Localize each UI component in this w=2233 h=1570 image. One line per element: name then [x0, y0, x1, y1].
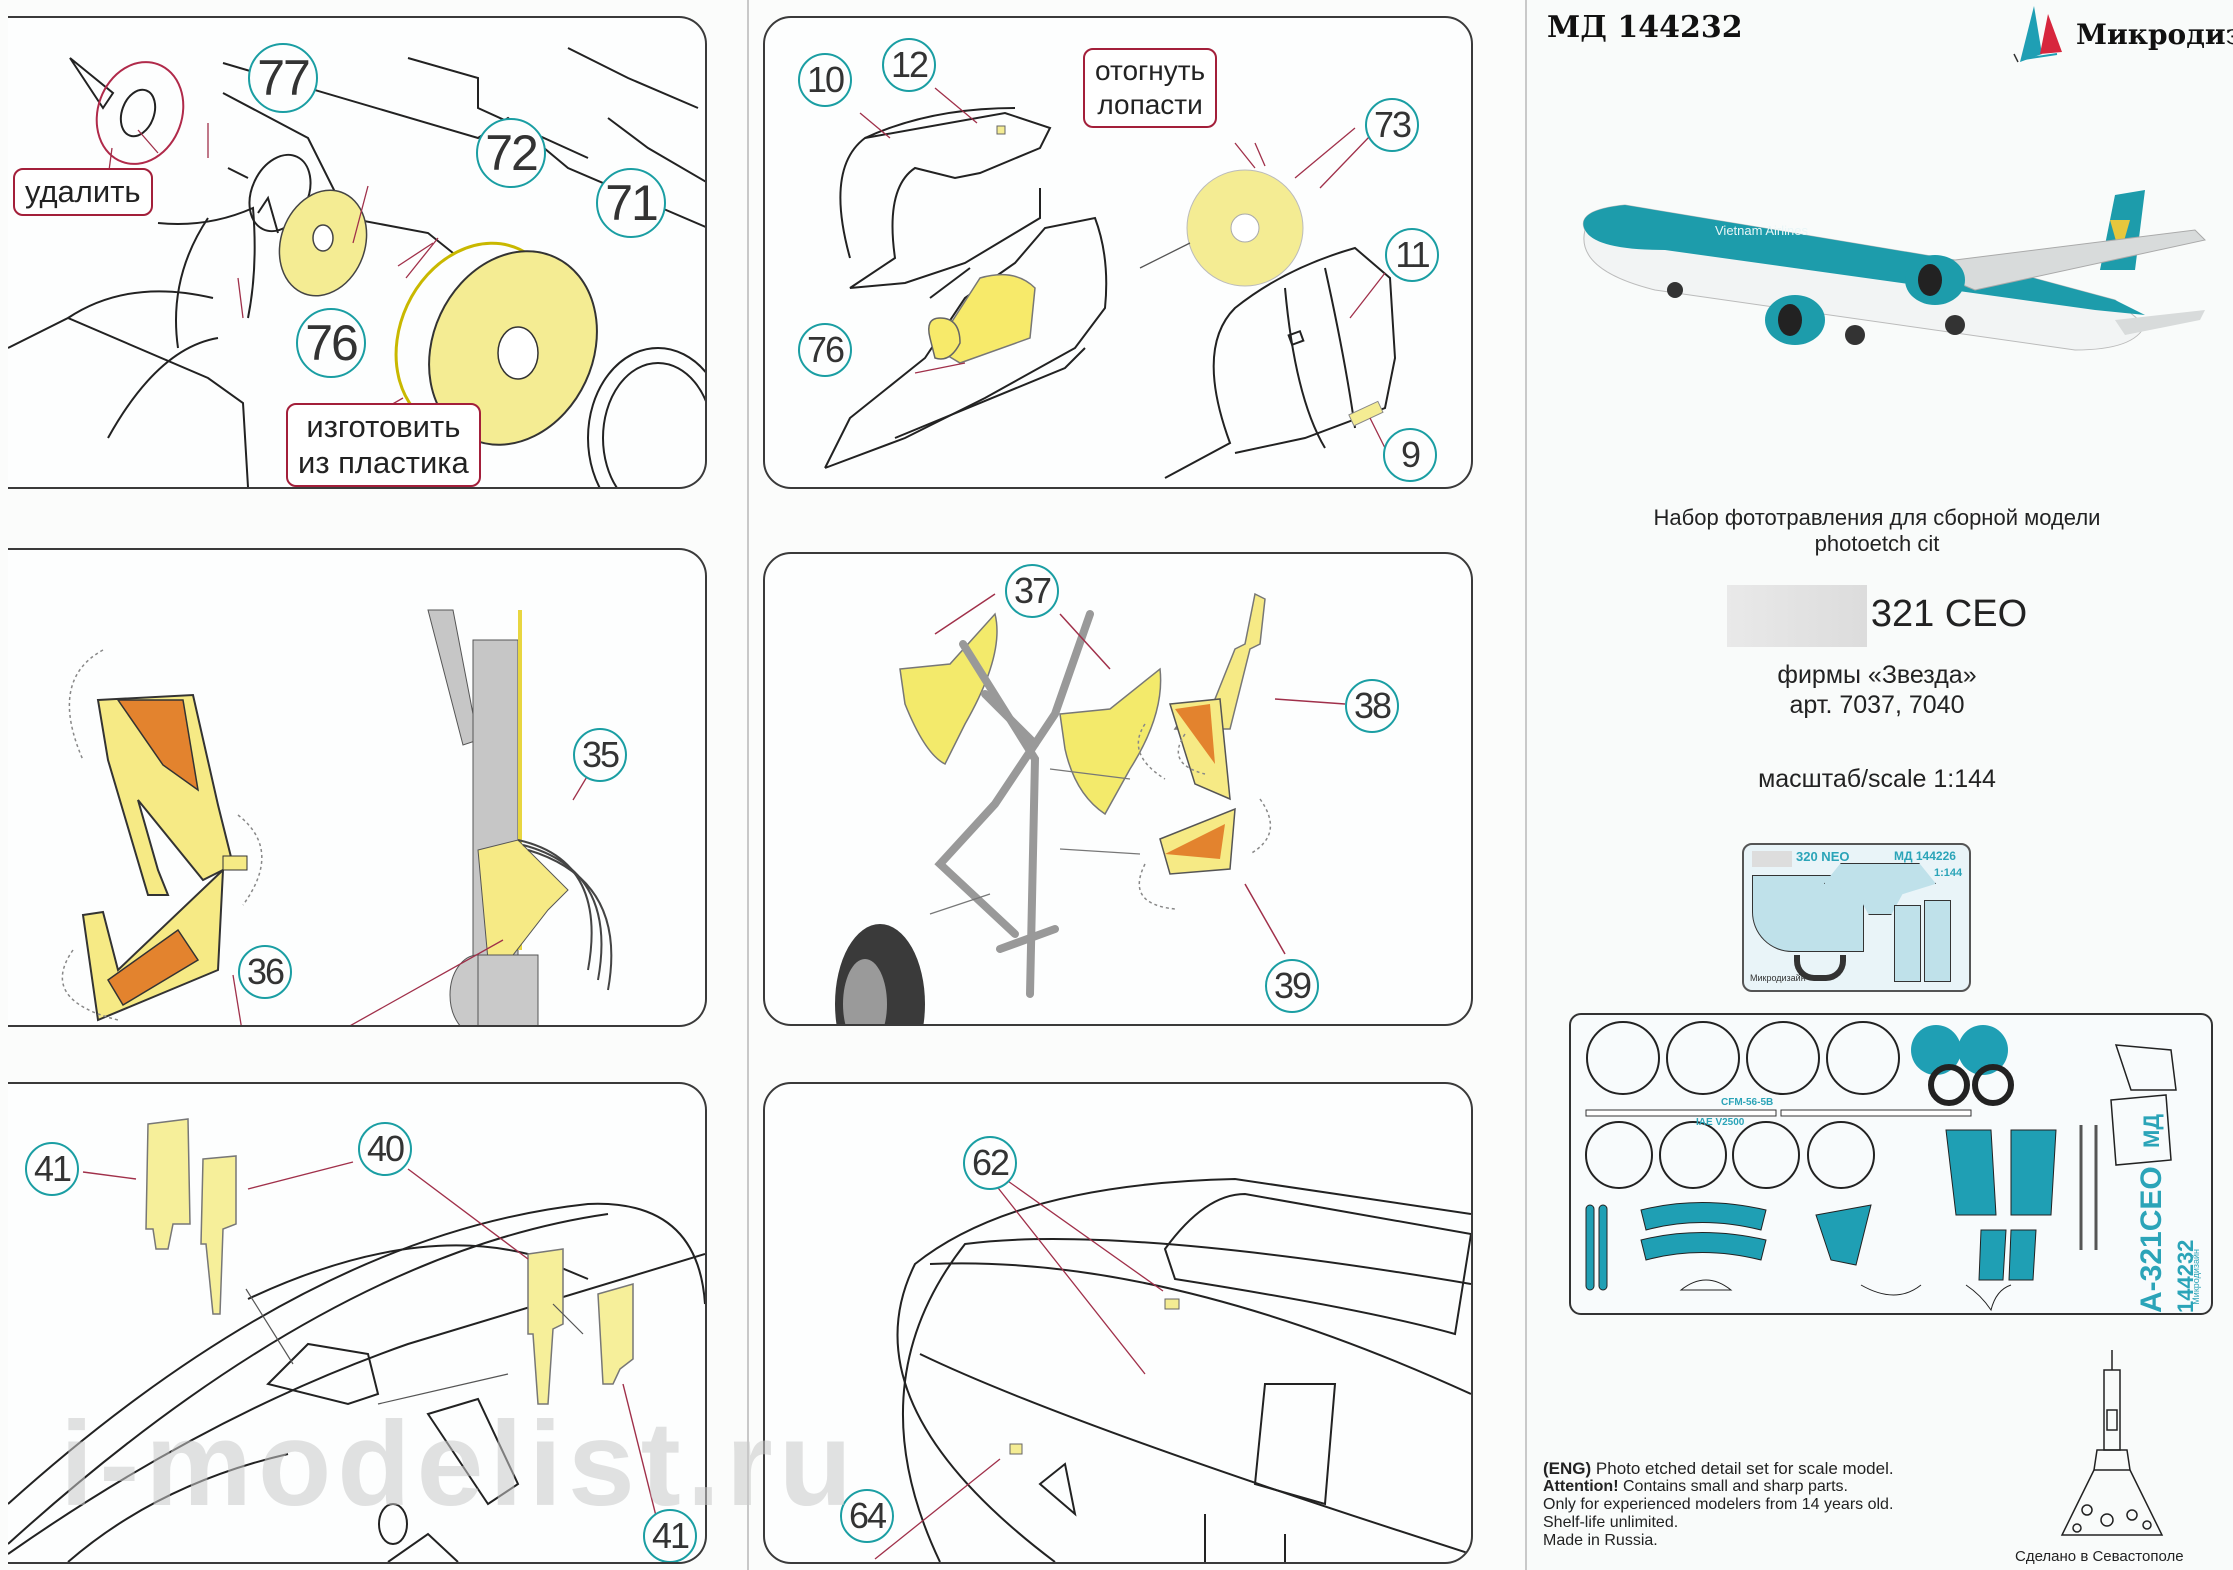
engine-label-iae: IAE V2500 — [1696, 1117, 1745, 1128]
nose-gear-drawing — [835, 592, 1346, 1024]
manufacturer: фирмы «Звезда» — [1777, 661, 1977, 689]
fan-disk-76 — [278, 189, 368, 297]
fret-parts: CFM-56-5B IAE V2500 — [1585, 1021, 2177, 1312]
note-line-1: отогнуть — [1095, 55, 1206, 86]
callout-39: 39 — [1265, 959, 1319, 1013]
subtitle: Набор фототравления для сборной модели p… — [1567, 505, 2187, 557]
kit-reference: фирмы «Звезда» арт. 7037, 7040 — [1567, 660, 2187, 720]
note-remove: удалить — [13, 168, 153, 216]
note-make-from-plastic: изготовить из пластика — [286, 403, 481, 487]
callout-38: 38 — [1345, 679, 1399, 733]
callout-64: 64 — [840, 1489, 894, 1543]
notice-line-2: Contains small and sharp parts. — [1622, 1478, 1848, 1495]
subtitle-en: photoetch cit — [1814, 531, 1940, 556]
fret-code: МД 144226 — [1894, 849, 1956, 863]
scale-label: масштаб/scale 1:144 — [1758, 765, 1996, 793]
attention-tag: Attention! — [1543, 1478, 1619, 1495]
fan-disk-71 — [394, 241, 598, 446]
subtitle-ru: Набор фототравления для сборной модели — [1653, 505, 2101, 530]
fold-line — [747, 0, 749, 1570]
notice-line-1: Photo etched detail set for scale model. — [1595, 1459, 1894, 1478]
callout-12: 12 — [882, 38, 936, 92]
callout-77: 77 — [248, 43, 318, 113]
panel-engine-nacelle: 10 12 73 11 76 9 отогнуть лопасти — [763, 16, 1473, 489]
note-line-1: изготовить — [306, 409, 461, 444]
fret-preview-320neo: 320 NEO МД 144226 1:144 Микродизайн — [1742, 843, 1971, 992]
brand-logo: Микродизайн — [2012, 4, 2233, 64]
panel-main-gear: 35 36 — [8, 548, 707, 1027]
callout-10: 10 — [798, 53, 852, 107]
callout-76: 76 — [296, 308, 366, 378]
notice-line-4: Shelf-life unlimited. — [1543, 1514, 1679, 1531]
english-notice: (ENG) Photo etched detail set for scale … — [1543, 1460, 1894, 1550]
eng-tag: (ENG) — [1543, 1459, 1592, 1478]
fret-model: 320 NEO — [1796, 849, 1850, 864]
articles: арт. 7037, 7040 — [1789, 691, 1965, 719]
nose-drawing — [874, 1177, 1471, 1562]
notice-line-5: Made in Russia. — [1543, 1532, 1658, 1549]
main-gear-drawing — [61, 609, 613, 1025]
engine-fan-drawing — [8, 47, 705, 487]
model-title: 321 CEO — [1567, 585, 2187, 647]
callout-71: 71 — [596, 168, 666, 238]
callout-11: 11 — [1385, 228, 1439, 282]
callout-72: 72 — [476, 118, 546, 188]
callout-9: 9 — [1383, 428, 1437, 482]
fret-model-title: A-321CEO — [2135, 1166, 2168, 1313]
panel-nose-gear: 37 38 39 — [763, 552, 1473, 1026]
panel-engine-fan-assembly: 77 72 71 76 удалить изготовить из пласти… — [8, 16, 707, 489]
nose-wheel — [835, 924, 925, 1024]
aircraft-illustration: Vietnam Airlines — [1583, 190, 2207, 351]
note-line-2: из пластика — [298, 445, 469, 480]
livery-text: Vietnam Airlines — [1715, 223, 1808, 238]
made-in-sevastopol: Сделано в Севастополе — [2015, 1548, 2184, 1565]
cockpit-drawing — [8, 1118, 705, 1562]
fret-scale: 1:144 — [1934, 867, 1963, 879]
callout-73: 73 — [1365, 98, 1419, 152]
callout-40: 40 — [358, 1122, 412, 1176]
callout-41: 41 — [25, 1142, 79, 1196]
fret-preview-321ceo: CFM-56-5B IAE V2500 A-321CEO МД 144232 М… — [1569, 1013, 2213, 1315]
sails-logo-icon — [2013, 6, 2062, 63]
notice-line-3: Only for experienced modelers from 14 ye… — [1543, 1496, 1894, 1513]
panel-cockpit-windows: 41 40 41 — [8, 1082, 707, 1564]
model-suffix: 321 CEO — [1870, 593, 2028, 636]
callout-41b: 41 — [643, 1509, 697, 1562]
sevastopol-monument-icon — [2060, 1350, 2164, 1536]
brand-name: Микродизайн — [2076, 17, 2233, 51]
callout-62: 62 — [963, 1136, 1017, 1190]
callout-76: 76 — [798, 323, 852, 377]
note-line-2: лопасти — [1097, 89, 1203, 120]
fret-brand: Микродизайн — [2191, 1249, 2201, 1305]
fan-73 — [1186, 169, 1304, 287]
callout-36: 36 — [238, 945, 292, 999]
panel-nose-antennas: 62 64 — [763, 1082, 1473, 1564]
callout-35: 35 — [573, 728, 627, 782]
engine-label-cfm: CFM-56-5B — [1721, 1097, 1773, 1108]
product-code: МД 144232 — [1547, 10, 1743, 45]
note-bend-blades: отогнуть лопасти — [1083, 48, 1218, 128]
fret-brand: Микродизайн — [1750, 973, 1806, 983]
callout-37: 37 — [1005, 564, 1059, 618]
redacted-block — [1726, 585, 1867, 647]
cover-panel: МД 144232 Микродизайн Vietnam Airlines Н… — [1525, 0, 2233, 1570]
